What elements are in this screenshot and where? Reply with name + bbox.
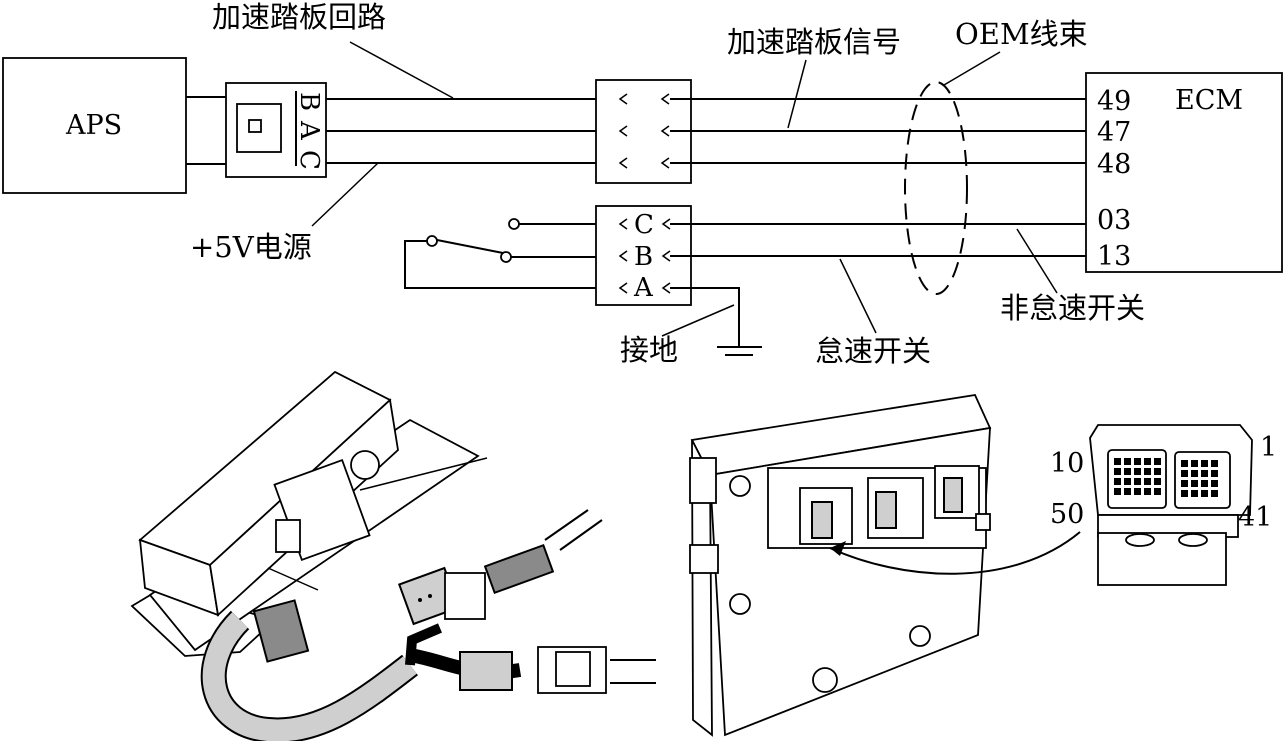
ecm-label: ECM [1175, 85, 1243, 116]
connector-pin-41: 41 [1238, 502, 1272, 533]
switch-pin-C: C [634, 210, 654, 240]
aps-pin-B: B [294, 92, 324, 111]
ecm-pin-13: 13 [1097, 241, 1131, 272]
aps-label: APS [65, 110, 122, 141]
ecm-connector-illustration [1089, 424, 1253, 586]
non-idle-switch-label: 非怠速开关 [1000, 291, 1145, 325]
aps-pin-A: A [294, 120, 324, 141]
pedal-circuit-label: 加速踏板回路 [212, 0, 386, 34]
ecm-box [1085, 72, 1283, 273]
aps-pin-C: C [294, 150, 324, 170]
idle-switch-label: 怠速开关 [815, 334, 931, 368]
ecm-pin-48: 48 [1097, 149, 1131, 180]
signal-connector-terminals [618, 93, 670, 169]
connector-pin-10: 10 [1050, 448, 1084, 479]
switch-pin-B: B [634, 242, 653, 272]
aps-box [2, 57, 187, 194]
ground-label: 接地 [620, 333, 678, 367]
connector-pin-1: 1 [1260, 432, 1277, 463]
switch-pin-A: A [633, 273, 654, 303]
ecm-pin-49: 49 [1097, 86, 1131, 117]
ecm-pin-47: 47 [1097, 117, 1131, 148]
oem-harness-ellipse [904, 81, 968, 295]
power-5v-label: +5V电源 [190, 230, 312, 264]
ecm-pin-03: 03 [1097, 205, 1131, 236]
switch-connector-terminals [618, 218, 671, 294]
aps-connector [225, 82, 327, 178]
ecm-illustration [689, 394, 1081, 737]
accelerator-pedal-illustration [130, 370, 656, 741]
connector-pin-50: 50 [1050, 499, 1084, 530]
oem-harness-label: OEM线束 [955, 17, 1088, 51]
pedal-signal-label: 加速踏板信号 [727, 25, 901, 59]
